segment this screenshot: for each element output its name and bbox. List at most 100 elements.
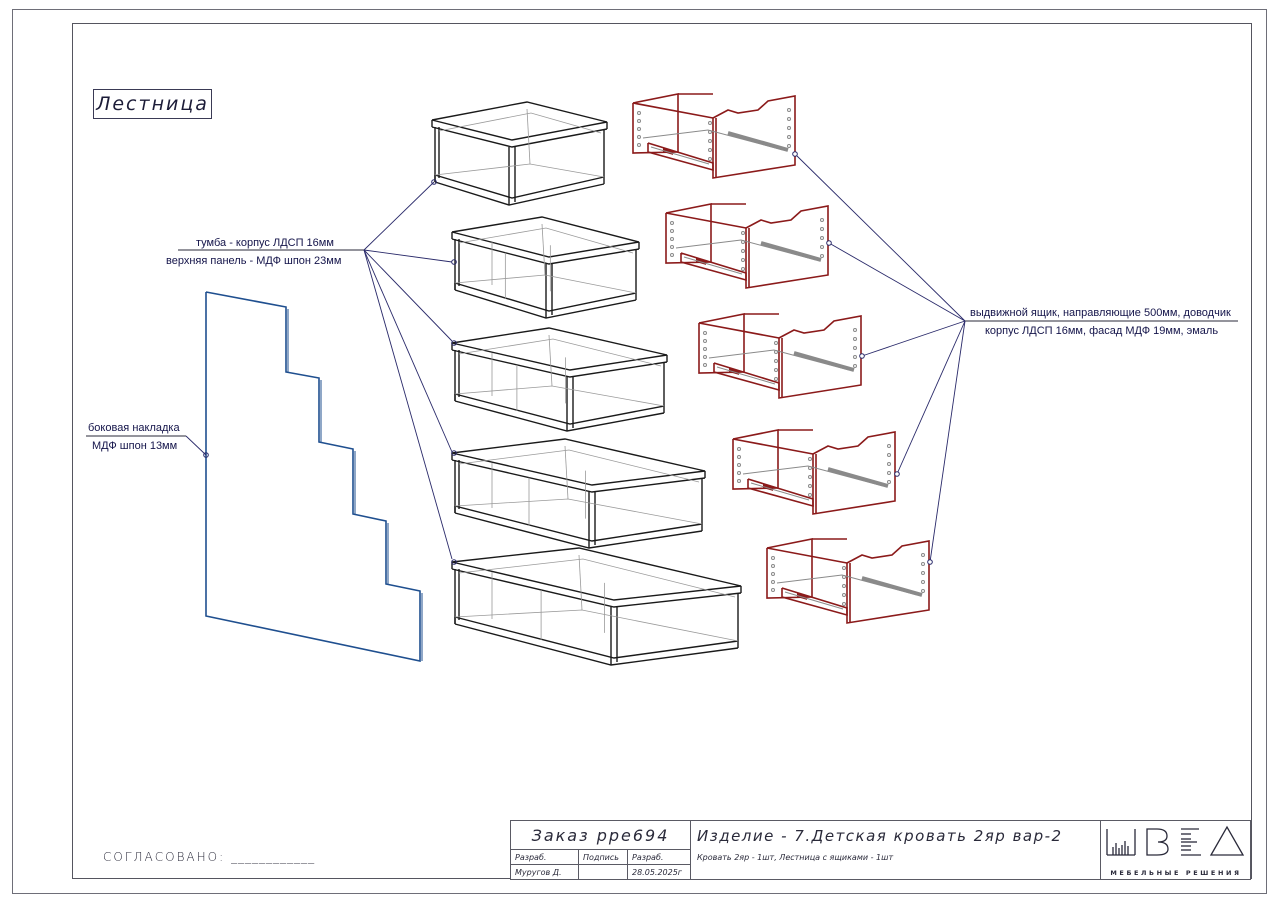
drawer-3 — [698, 313, 862, 399]
drawer-mount-hole — [774, 359, 778, 363]
leader-anchor-dot — [203, 452, 209, 458]
drawer-mount-hole — [820, 218, 824, 222]
drawer-mount-hole — [771, 556, 775, 560]
drawer-mount-hole — [921, 589, 925, 593]
drawer-bottom-front — [680, 252, 747, 282]
drawer-mount-hole — [637, 127, 641, 131]
drawer-mount-hole — [771, 588, 775, 592]
cabinet-5 — [451, 547, 742, 666]
drawer-front — [778, 315, 862, 399]
cabinet-hidden-edge — [454, 609, 739, 642]
leader-anchor-dot — [859, 353, 865, 359]
drawer-mount-hole — [774, 368, 778, 372]
drawer-mount-hole — [842, 602, 846, 606]
drawer-leader-line — [828, 242, 966, 322]
leader-anchor-dot — [792, 151, 798, 157]
drawer-slide — [716, 366, 776, 385]
cabinet-top-edge — [431, 126, 608, 148]
side-panel-drawing — [203, 291, 423, 662]
drawer-mount-hole — [787, 108, 791, 112]
cabinet-1 — [431, 101, 608, 206]
drawer-leader-line — [861, 320, 966, 357]
drawer-mount-hole — [853, 364, 857, 368]
drawer-slide — [861, 576, 923, 597]
cabinet-hidden-edge — [458, 227, 634, 254]
cabinet-bottom-edge — [434, 181, 605, 206]
cabinet-bottom-inner — [454, 282, 637, 312]
cabinet-bottom-inner — [454, 505, 703, 542]
cabinet-bottom-edge — [454, 289, 637, 319]
cabinet-leader-line — [363, 249, 453, 560]
drawer-bottom-hidden — [675, 239, 817, 261]
drawer-mount-hole — [737, 447, 741, 451]
drawer-mount-hole — [741, 231, 745, 235]
drawer-mount-hole — [741, 249, 745, 253]
cabinet-bottom-inner — [454, 393, 665, 425]
drawer-mount-hole — [737, 479, 741, 483]
drawer-front — [846, 540, 930, 624]
drawer-mount-hole — [708, 148, 712, 152]
drawer-leader-line — [929, 320, 966, 563]
drawer-mount-hole — [774, 341, 778, 345]
drawer-mount-hole — [820, 227, 824, 231]
cabinet-top-edge — [451, 459, 706, 493]
drawer-1 — [632, 93, 796, 179]
approval-signature-blank: ____________ — [231, 850, 316, 864]
drawer-mount-hole — [737, 471, 741, 475]
drawer-mount-hole — [637, 111, 641, 115]
drawer-leader-line — [794, 153, 966, 322]
drawer-slide — [784, 591, 844, 610]
drawer-mount-hole — [921, 580, 925, 584]
cabinet-group — [431, 101, 742, 666]
drawer-mount-hole — [808, 466, 812, 470]
cabinet-hidden-edge — [526, 108, 531, 165]
drawer-2 — [665, 203, 829, 289]
drawer-slide — [750, 482, 810, 501]
drawer-mount-hole — [670, 253, 674, 257]
drawer-bottom-hidden — [776, 574, 918, 596]
drawer-mount-hole — [853, 328, 857, 332]
drawer-mount-hole — [708, 121, 712, 125]
drawer-mount-hole — [820, 254, 824, 258]
drawer-slide — [827, 467, 889, 488]
drawer-bottom-hidden — [708, 349, 850, 371]
logo-caption: МЕБЕЛЬНЫЕ РЕШЕНИЯ — [1110, 869, 1242, 877]
product-name: Изделие - 7.Детская кровать 2яр вар-2 — [691, 821, 1101, 850]
drawer-front — [745, 205, 829, 289]
drawer-mount-hole — [771, 572, 775, 576]
drawer-mount-hole — [708, 139, 712, 143]
drawer-mount-hole — [670, 229, 674, 233]
drawer-mount-hole — [820, 245, 824, 249]
drawer-mount-hole — [737, 455, 741, 459]
cabinet-bottom-inner — [434, 174, 605, 199]
drawer-mount-hole — [708, 130, 712, 134]
leader-anchor-dot — [431, 179, 437, 185]
cabinet-leader-line — [363, 249, 453, 342]
leader-anchor-dot — [826, 240, 832, 246]
leader-anchor-dot — [894, 471, 900, 477]
drawer-mount-hole — [787, 135, 791, 139]
side-panel-callout-line2: МДФ шпон 13мм — [92, 440, 178, 452]
approval-label: СОГЛАСОВАНО: — [103, 850, 226, 864]
cabinet-hidden-edge — [548, 334, 553, 387]
company-logo: МЕБЕЛЬНЫЕ РЕШЕНИЯ — [1101, 821, 1251, 880]
cabinet-bottom-edge — [454, 512, 703, 549]
drawer-mount-hole — [842, 593, 846, 597]
drawer-mount-hole — [853, 355, 857, 359]
cabinet-hidden-edge — [458, 558, 736, 598]
cabinet-hidden-edge — [458, 338, 662, 367]
sheet-outer-border — [12, 9, 1267, 894]
side-panel-outline — [205, 291, 421, 662]
drawer-bottom-front — [713, 362, 780, 392]
cabinet-top — [451, 327, 668, 371]
order-number: Заказ ppe694 — [511, 821, 691, 850]
cabinet-top-edge — [451, 238, 640, 265]
product-details: Кровать 2яр - 1шт, Лестница с ящиками - … — [691, 850, 1101, 880]
drawer-mount-hole — [921, 553, 925, 557]
drawer-mount-hole — [670, 221, 674, 225]
drawer-slide — [650, 146, 710, 165]
drawer-rim — [632, 102, 714, 119]
cabinet-leader-line — [363, 249, 453, 453]
section-title: Лестница — [93, 89, 212, 119]
